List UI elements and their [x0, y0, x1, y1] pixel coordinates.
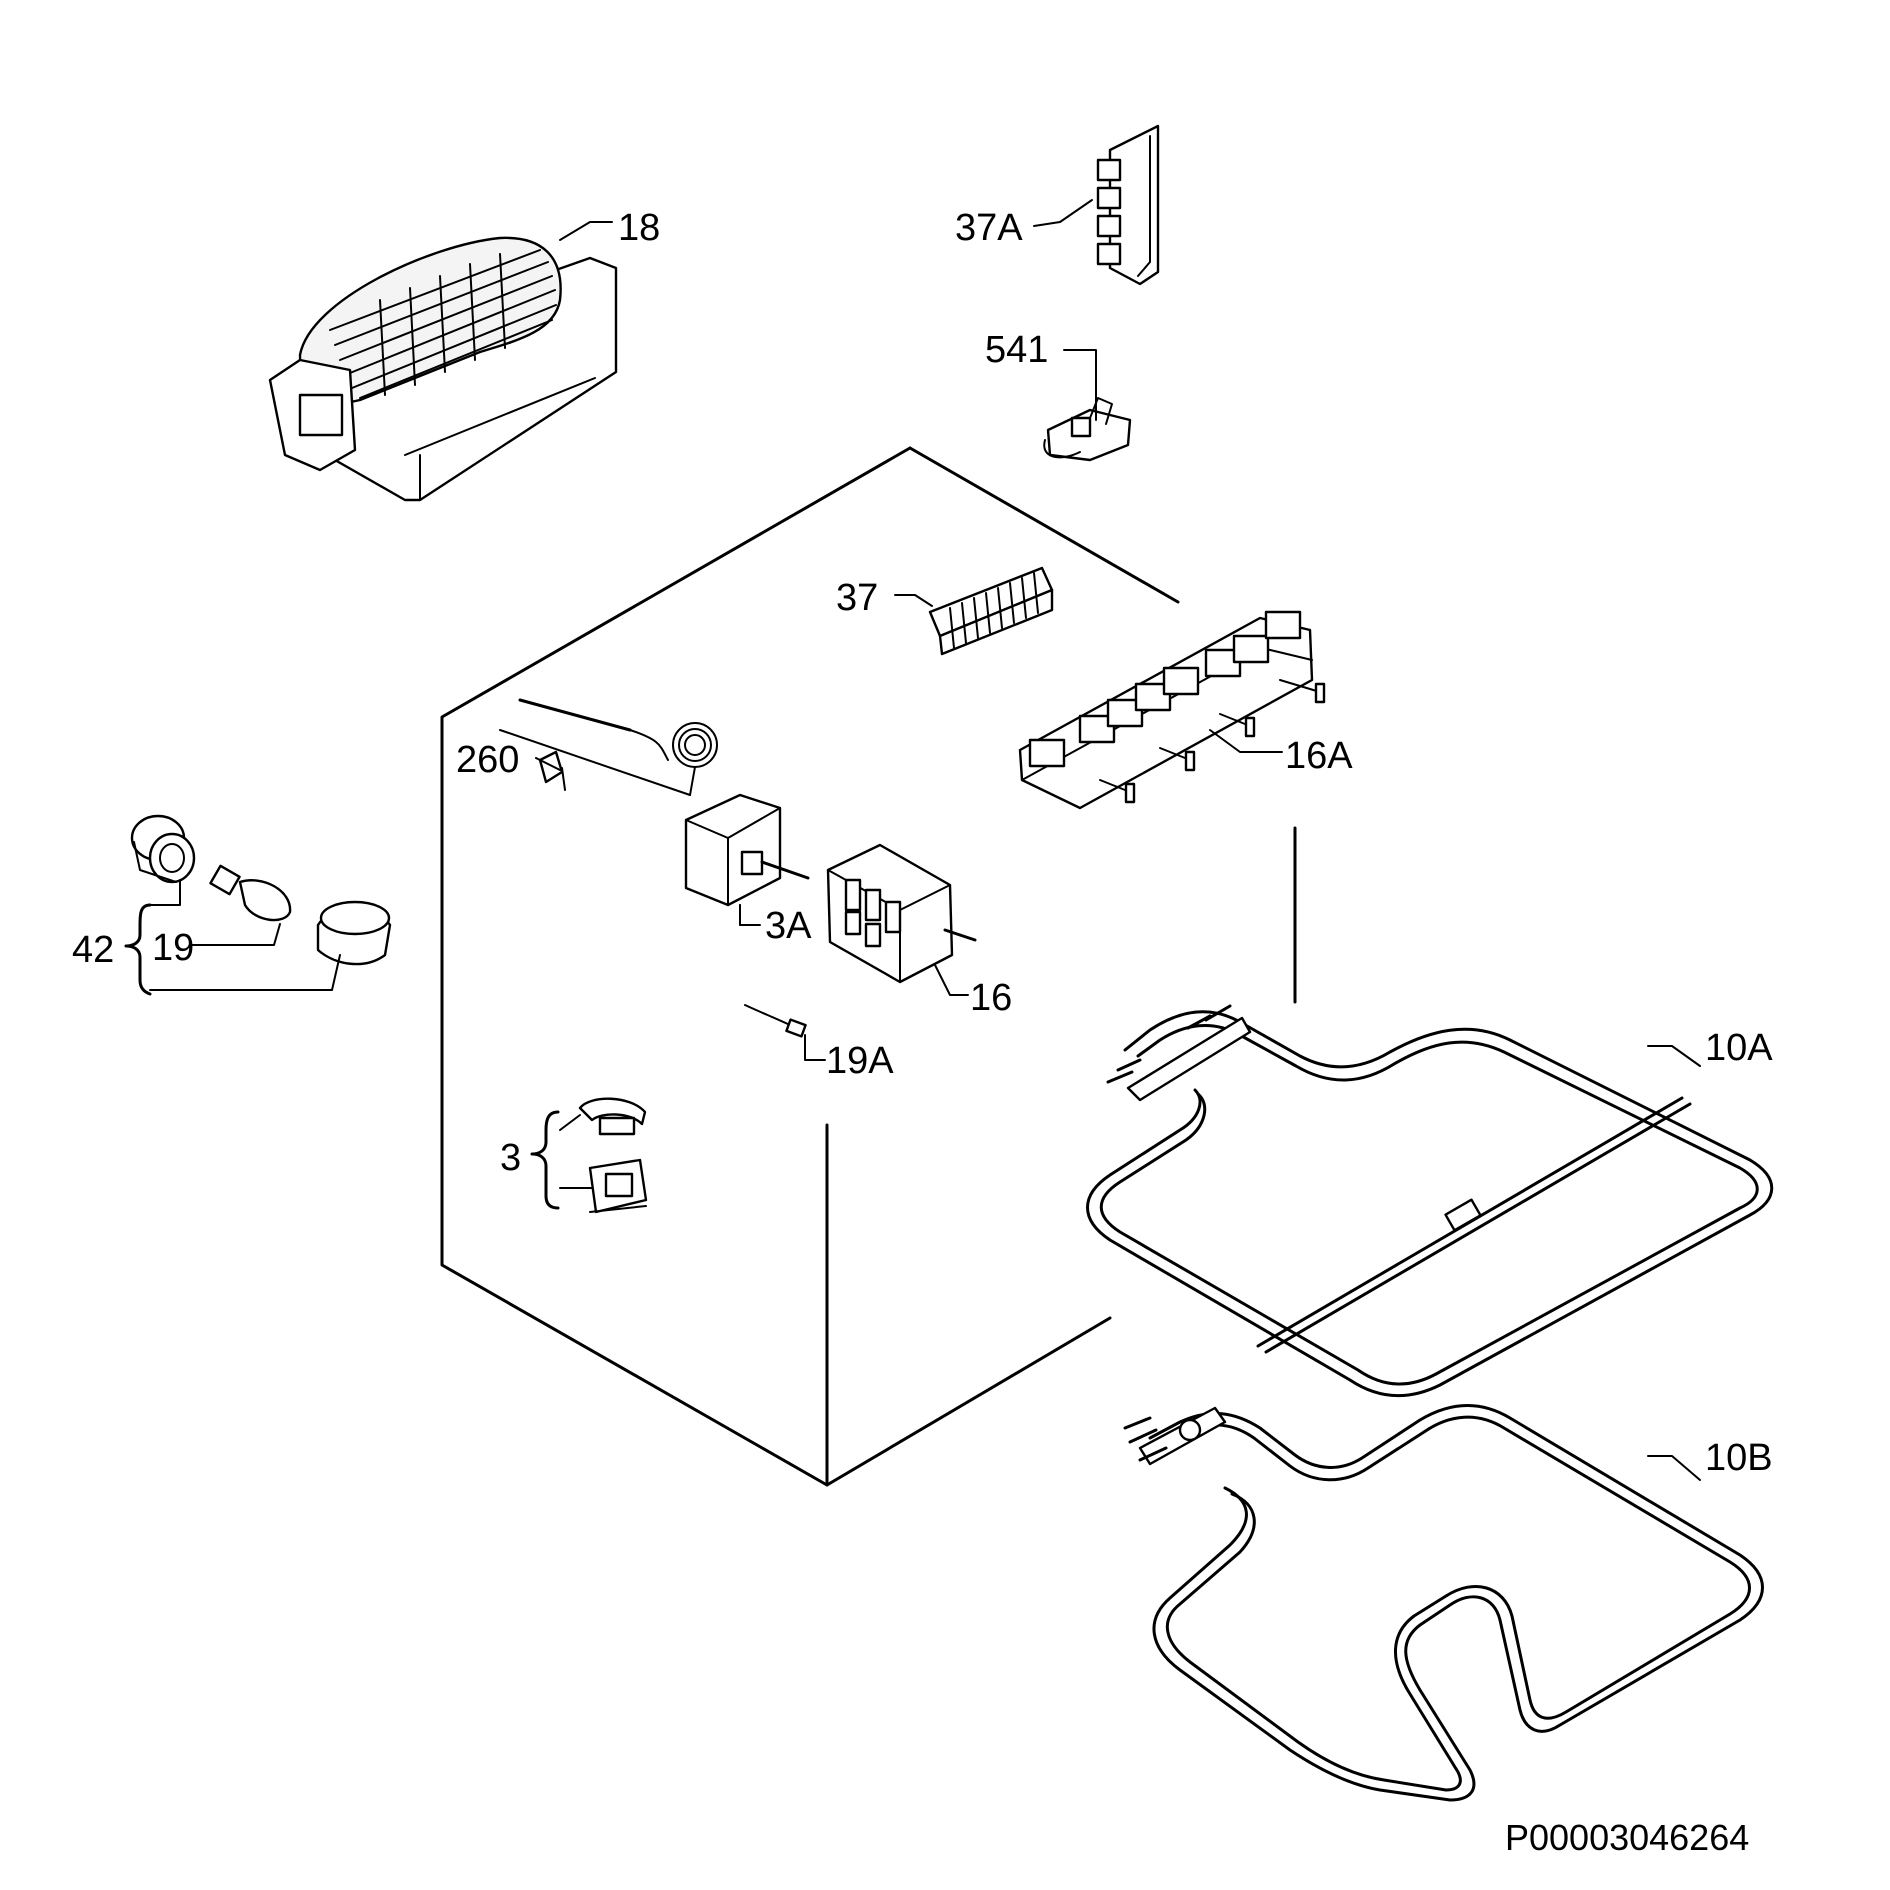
document-id: P00003046264 [1505, 1817, 1749, 1858]
terminal-block-37a-part[interactable] [1096, 124, 1160, 286]
callout-labels: 18 37A 541 37 260 16A 3A 16 19A 42 19 3 … [72, 207, 1773, 1479]
tangential-fan-part[interactable] [268, 236, 618, 502]
label-19: 19 [152, 927, 194, 969]
label-10b: 10B [1705, 1437, 1773, 1479]
switch-bank-16a-part[interactable] [1018, 610, 1326, 810]
label-10a: 10A [1705, 1027, 1773, 1069]
label-37: 37 [836, 577, 878, 619]
label-19a: 19A [826, 1040, 894, 1082]
selector-switch-16-part[interactable] [826, 843, 977, 984]
lamp-cover-42-part[interactable] [316, 900, 392, 966]
terminal-strip-37-part[interactable] [928, 566, 1054, 656]
lamp-holder-42-part[interactable] [130, 814, 196, 884]
oven-cabinet-outline [440, 446, 1180, 1487]
label-42: 42 [72, 929, 114, 971]
brace-3 [530, 1110, 560, 1210]
heating-element-10a-part[interactable] [1086, 826, 1774, 1398]
leader-lines [149, 199, 1701, 1481]
label-18: 18 [618, 207, 660, 249]
label-3: 3 [500, 1137, 521, 1179]
label-16a: 16A [1285, 735, 1353, 777]
label-37a: 37A [955, 207, 1023, 249]
brace-42 [124, 903, 152, 996]
sensor-19a-part[interactable] [744, 1004, 807, 1038]
label-16: 16 [970, 977, 1012, 1019]
label-3a: 3A [765, 905, 812, 947]
thermostat-3a-part[interactable] [684, 793, 810, 926]
heating-element-10b-part[interactable] [1123, 1403, 1764, 1802]
label-260: 260 [456, 739, 519, 781]
thermostat-sensor-260-part[interactable] [499, 698, 718, 796]
clip-3-part[interactable] [578, 1097, 648, 1214]
label-541: 541 [985, 329, 1048, 371]
connector-541-part[interactable] [1043, 397, 1132, 462]
lamp-bulb-19-part[interactable] [209, 864, 292, 922]
